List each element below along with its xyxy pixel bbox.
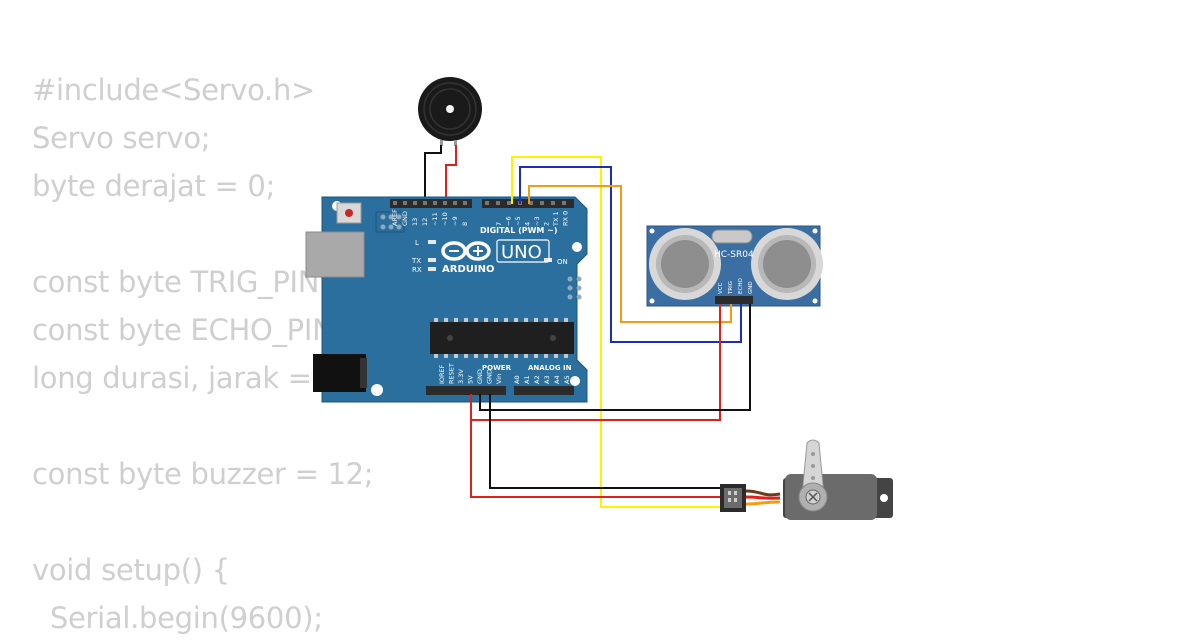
digital-pin-label: ~6 [505,216,513,226]
pin-label: GND [748,281,754,294]
ultrasonic-sensor[interactable]: HC-SR04 VCC TRIG ECHO GND [646,225,823,307]
pin-label: ECHO [738,278,744,294]
code-background: #include<Servo.h> Servo servo; byte dera… [32,66,421,642]
digital-pin-label: ~11 [431,212,439,226]
digital-pin-label: GND [401,211,409,226]
analog-header-label: ANALOG IN [528,364,572,372]
digital-pin-label: 8 [461,222,469,226]
pin-label: IOREF [438,364,446,384]
usb-port-icon [305,231,365,278]
pin-label: Vin [495,374,503,384]
servo-icon[interactable] [720,439,893,520]
pin-label: TRIG [728,281,734,295]
digital-pin-label: AREF [391,209,399,226]
power-jack-icon [313,354,367,392]
digital-header-label: DIGITAL (PWM ~) [480,226,558,235]
digital-pin-label: 13 [411,218,419,226]
digital-pin-label: 7 [495,222,503,226]
pin-label: RESET [448,363,456,384]
digital-pin-label: RX 0 [562,211,570,226]
led-on-label: ON [557,258,568,266]
pin-label: 5V [467,375,475,384]
reset-button-icon[interactable] [336,202,362,224]
arduino-logo-icon [441,241,491,261]
digital-pin-label: ~9 [451,216,459,226]
sensor-wires [470,156,751,508]
power-header-label: POWER [482,364,512,372]
buzzer-icon[interactable] [418,77,482,146]
pin-label: GND [486,369,494,384]
pin-label: 3.3V [457,369,465,384]
code-line: #include<Servo.h> [32,73,316,107]
code-line: Servo servo; [32,121,211,155]
digital-pin-label: 2 [543,222,551,226]
code-line: void setup() { [32,553,230,587]
buzzer-wires [424,145,457,204]
pin-label: A4 [553,375,561,384]
transducer-right-icon [751,228,823,300]
digital-pin-label: ~5 [514,216,522,226]
pin-label: A3 [543,375,551,384]
led-tx-label: TX [411,257,421,265]
digital-pin-label: 12 [421,218,429,226]
pin-label: VCC [718,282,724,294]
led-l-label: L [415,239,419,247]
pin-label: A0 [513,375,521,384]
code-line: long durasi, jarak = 0; [32,361,349,395]
pin-label: GND [476,369,484,384]
led-rx-label: RX [412,266,422,274]
board-brand: ARDUINO [442,264,494,275]
pin-label: A1 [523,375,531,384]
digital-pin-label: ~10 [441,212,449,226]
code-line: byte derajat = 0; [32,169,276,203]
digital-pin-label: 4 [524,222,532,226]
sensor-name: HC-SR04 [714,250,754,260]
pin-label: A2 [533,375,541,384]
crystal-oscillator [711,229,753,244]
digital-pin-label: ~3 [533,216,541,226]
pin-label: A5 [563,375,571,384]
transducer-left-icon [649,228,721,300]
code-line: Serial.begin(9600); [49,601,323,635]
digital-pin-label: TX 1 [552,211,560,227]
board-model: UNO [501,242,542,263]
code-line: const byte buzzer = 12; [32,457,374,491]
